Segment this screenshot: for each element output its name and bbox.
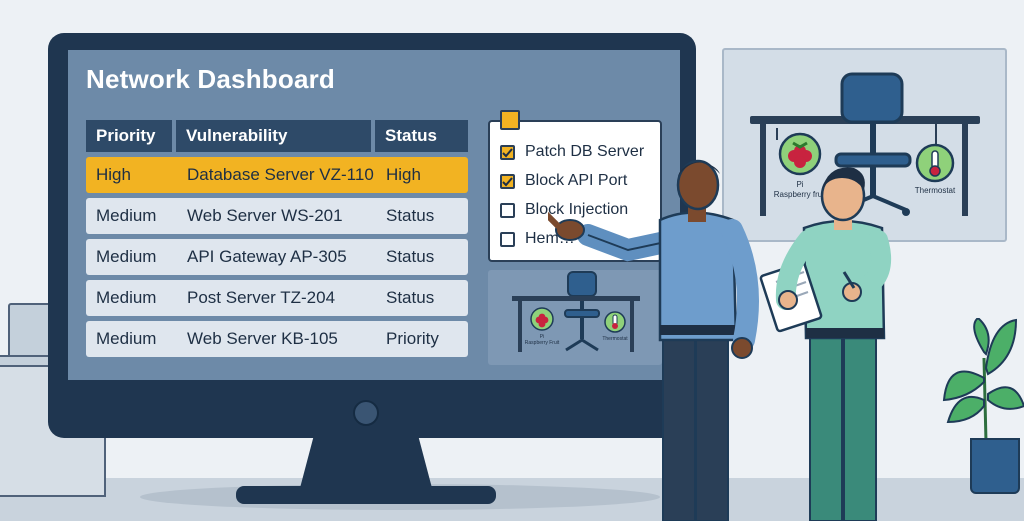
column-header-status[interactable]: Status xyxy=(375,120,468,152)
cell-priority: Medium xyxy=(96,329,157,348)
checkmark-icon xyxy=(502,147,513,157)
screen-desk xyxy=(512,296,640,301)
cell-priority: Medium xyxy=(96,288,157,307)
checkmark-icon xyxy=(502,176,513,186)
checkbox-unchecked[interactable] xyxy=(500,202,515,218)
column-header-priority[interactable]: Priority xyxy=(86,120,172,152)
cell-status: Priority xyxy=(386,329,439,348)
wall-desk-leg xyxy=(760,124,766,216)
cell-status: High xyxy=(386,165,421,184)
table-row[interactable]: High Database Server VZ-110 High xyxy=(86,157,468,193)
screen-pi-label: Pi Raspberry Fruit xyxy=(524,334,560,346)
checkbox-checked[interactable] xyxy=(500,144,515,160)
cell-vulnerability: Post Server TZ-204 xyxy=(187,288,336,307)
table-row[interactable]: Medium Post Server TZ-204 Status xyxy=(86,280,468,316)
shelf-box xyxy=(8,303,52,362)
checklist-item-label: Block API Port xyxy=(525,172,628,189)
power-button[interactable] xyxy=(353,400,379,426)
thermostat-icon xyxy=(915,143,955,183)
wall-desk-leg xyxy=(962,124,968,216)
checklist-item-label: Block Injection xyxy=(525,201,629,218)
raspberry-pi-icon xyxy=(530,307,554,331)
checkbox-unchecked[interactable] xyxy=(500,231,515,247)
monitor-stand-base xyxy=(236,486,496,504)
page-title: Network Dashboard xyxy=(86,64,336,94)
office-chair-icon xyxy=(564,271,600,352)
cell-status: Status xyxy=(386,247,435,266)
checkbox-checked[interactable] xyxy=(500,173,515,189)
thermostat-icon xyxy=(604,311,626,333)
presenter-person xyxy=(548,159,759,521)
cell-status: Status xyxy=(386,206,435,225)
checklist-item[interactable]: Patch DB Server xyxy=(500,140,644,164)
checklist-item-label: Patch DB Server xyxy=(525,143,645,160)
table-row[interactable]: Medium Web Server KB-105 Priority xyxy=(86,321,468,357)
cell-status: Status xyxy=(386,288,435,307)
wall-pi-label: Pi Raspberry fruit xyxy=(773,180,827,199)
plant-pot xyxy=(970,438,1020,494)
colleague-person xyxy=(759,167,892,521)
screen-thermostat-label: Thermostat xyxy=(602,336,628,342)
cell-priority: High xyxy=(96,165,131,184)
monitor-stand-neck xyxy=(300,438,432,488)
checklist-item[interactable]: Block Injection xyxy=(500,198,628,222)
wall-hanger xyxy=(935,124,937,144)
cell-vulnerability: Database Server VZ-110 xyxy=(187,165,374,184)
clipboard-icon xyxy=(500,110,520,130)
cell-priority: Medium xyxy=(96,247,157,266)
table-row[interactable]: Medium Web Server WS-201 Status xyxy=(86,198,468,234)
checklist-item[interactable]: Block API Port xyxy=(500,169,627,193)
column-header-vulnerability[interactable]: Vulnerability xyxy=(176,120,371,152)
table-row[interactable]: Medium API Gateway AP-305 Status xyxy=(86,239,468,275)
cell-priority: Medium xyxy=(96,206,157,225)
screen-desk-leg xyxy=(630,300,634,352)
wall-hanger xyxy=(776,128,778,140)
plant-icon xyxy=(942,318,1024,442)
raspberry-pi-icon xyxy=(778,132,822,176)
cell-vulnerability: API Gateway AP-305 xyxy=(187,247,347,266)
screen-desk-leg xyxy=(518,300,522,352)
cell-vulnerability: Web Server KB-105 xyxy=(187,329,338,348)
wall-thermostat-label: Thermostat xyxy=(914,186,956,195)
cell-vulnerability: Web Server WS-201 xyxy=(187,206,343,225)
